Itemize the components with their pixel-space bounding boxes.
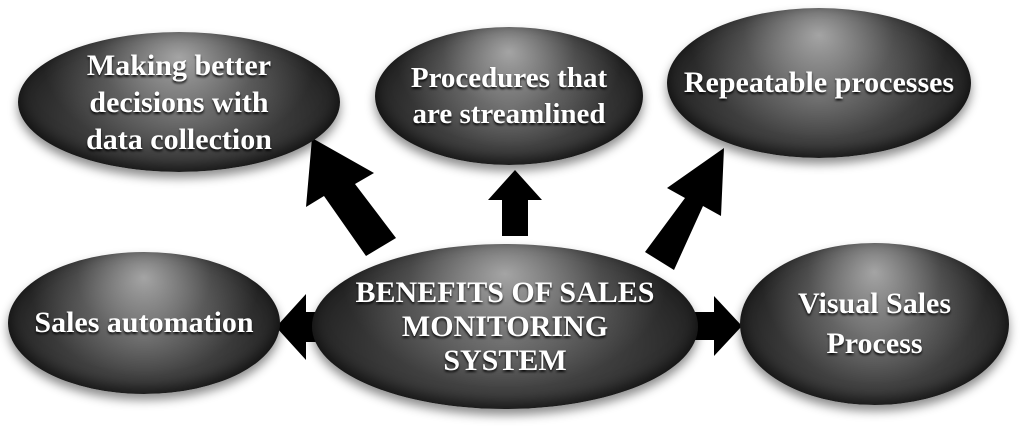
arrow-to-procedures xyxy=(488,170,542,236)
arrow-to-visual xyxy=(690,296,742,356)
benefit-node-repeatable: Repeatable processes xyxy=(667,8,971,158)
benefit-node-visual: Visual Sales Process xyxy=(740,243,1009,405)
arrow-to-automation xyxy=(276,294,328,360)
benefit-label: Making better decisions with data collec… xyxy=(86,48,272,156)
benefit-label: Repeatable processes xyxy=(683,66,955,99)
arrow-to-decisions xyxy=(306,138,396,256)
arrow-to-repeatable xyxy=(645,148,724,270)
benefit-label: Procedures that are streamlined xyxy=(410,62,608,130)
benefit-label: Sales automation xyxy=(34,306,254,339)
center-node: BENEFITS OF SALES MONITORING SYSTEM xyxy=(312,244,698,409)
benefit-node-automation: Sales automation xyxy=(8,252,280,394)
benefit-node-decisions: Making better decisions with data collec… xyxy=(18,32,340,172)
benefit-label: Visual Sales Process xyxy=(797,287,952,360)
benefit-node-procedures: Procedures that are streamlined xyxy=(375,27,643,165)
center-label: BENEFITS OF SALES MONITORING SYSTEM xyxy=(355,275,655,377)
